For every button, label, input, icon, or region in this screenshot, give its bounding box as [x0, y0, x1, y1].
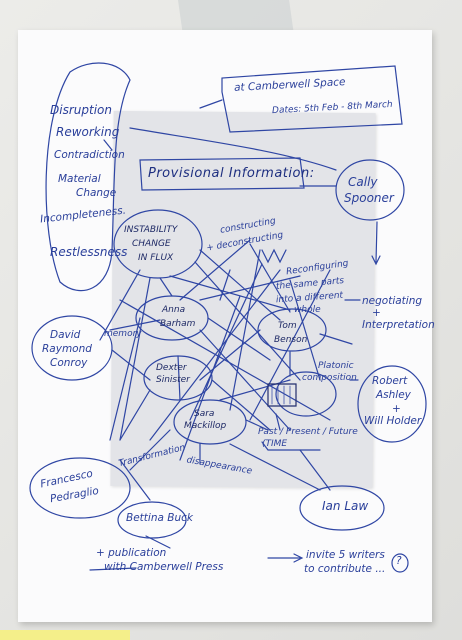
person-ian: Ian Law [322, 499, 369, 513]
term-material: Material [58, 173, 101, 185]
footer-invite-2: to contribute ... [304, 563, 386, 575]
footer-question: ? [396, 555, 402, 567]
ian-circle [299, 485, 385, 531]
francesco-circle [29, 457, 131, 519]
person-tom-1: Tom [278, 321, 297, 331]
anna-circle [135, 295, 209, 341]
person-cally-2: Spooner [344, 191, 394, 205]
person-bettina: Bettina Buck [126, 512, 193, 524]
provisional-title: Provisional Information: [148, 166, 315, 181]
person-robert-3: + [392, 403, 401, 415]
label-memory: memory [104, 329, 142, 339]
person-robert-1: Robert [372, 375, 408, 387]
person-dexter-2: Sinister [156, 375, 190, 385]
provisional-box [139, 157, 305, 191]
term-reworking: Reworking [56, 125, 120, 139]
label-platonic-2: composition [302, 373, 357, 383]
person-david-3: Conroy [50, 357, 88, 369]
footer-press: with Camberwell Press [104, 561, 224, 573]
tom-circle [257, 308, 327, 352]
term-restlessness: Restlessness [50, 245, 128, 259]
person-sara-1: Sara [194, 409, 215, 419]
person-anna-1: Anna [162, 305, 186, 315]
negotiating-1: negotiating [362, 295, 423, 307]
bettina-circle [117, 501, 187, 539]
footer-invite-1: invite 5 writers [306, 549, 385, 561]
person-sara-2: Mackillop [184, 421, 227, 431]
david-circle [31, 315, 113, 381]
platonic-circle [275, 371, 337, 417]
term-contradiction: Contradiction [54, 149, 125, 161]
label-platonic-1: Platonic [318, 361, 354, 371]
person-dexter-1: Dexter [156, 363, 187, 373]
robert-circle [357, 365, 427, 443]
person-anna-2: Barham [160, 319, 196, 329]
cally-ellipse [335, 159, 405, 221]
negotiating-2: + [372, 307, 381, 319]
person-robert-4: Will Holder [364, 415, 422, 427]
sara-circle [173, 399, 247, 445]
footer-publication: + publication [96, 547, 167, 559]
person-david-1: David [50, 329, 81, 341]
term-disruption: Disruption [50, 103, 112, 117]
negotiating-3: Interpretation [362, 319, 435, 331]
label-change: CHANGE [132, 239, 171, 249]
term-change: Change [76, 187, 117, 199]
person-david-2: Raymond [42, 343, 92, 355]
yellow-sticky-note [0, 630, 130, 640]
left-terms-loop [45, 62, 131, 292]
person-tom-2: Benson [274, 335, 308, 345]
person-robert-2: Ashley [376, 389, 411, 401]
label-time-2: (TIME [262, 439, 288, 449]
label-time-1: Past / Present / Future [258, 427, 358, 437]
label-instability: INSTABILITY [124, 225, 178, 235]
instability-circle [113, 209, 203, 279]
label-reconfig-4: whole [294, 305, 321, 315]
label-in-flux: IN FLUX [138, 253, 174, 263]
person-cally-1: Cally [348, 175, 378, 189]
venue-box [221, 65, 403, 133]
